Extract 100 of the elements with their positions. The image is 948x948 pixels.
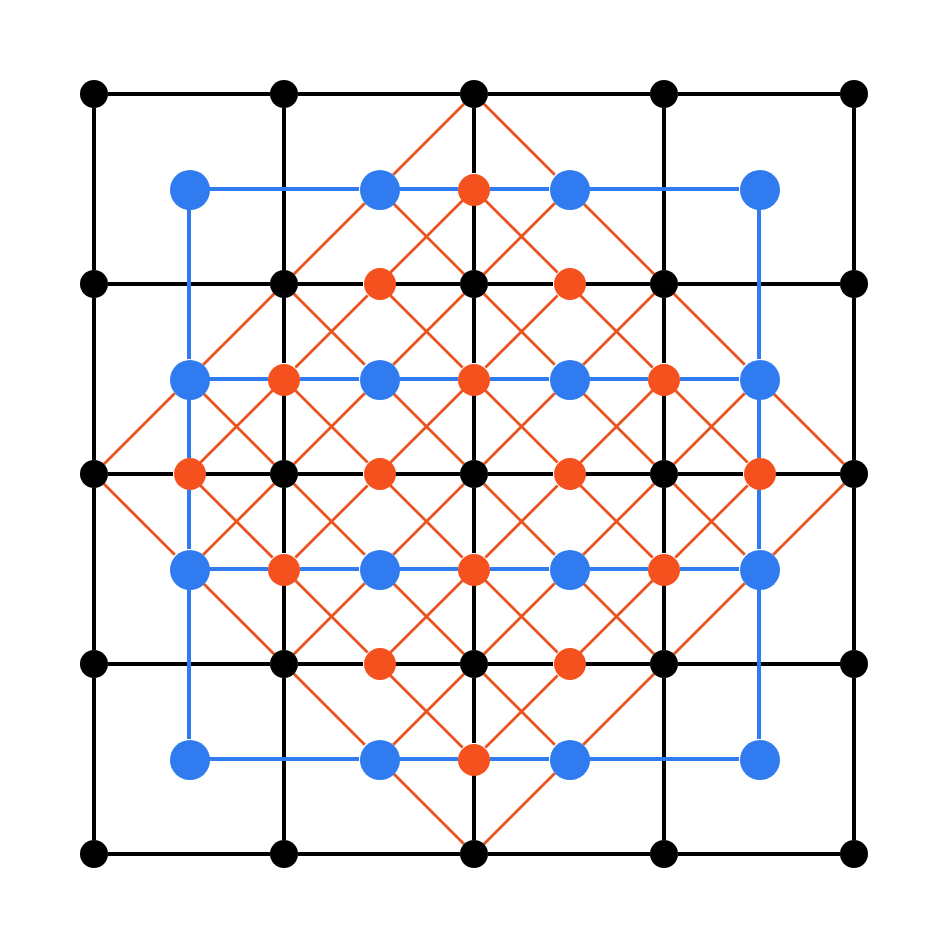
line-segment [202,582,276,656]
line-segment [852,678,856,840]
line-segment [662,108,666,270]
line-segment [662,585,666,650]
line-segment [662,488,666,553]
line-segment [108,662,270,666]
inner-point [359,739,399,779]
diagonal-point [553,268,585,300]
line-segment [472,108,476,173]
line-segment [395,282,460,286]
line-segment [205,472,270,476]
line-segment [298,852,460,856]
line-segment [292,202,366,276]
diagonal-point [268,553,300,585]
line-segment [757,209,761,359]
line-segment [678,852,840,856]
line-segment [775,472,840,476]
line-segment [490,567,549,571]
line-segment [680,377,739,381]
line-segment [678,662,840,666]
inner-point [549,549,589,589]
grid-point [270,270,298,298]
line-segment [472,678,476,743]
grid-point [460,460,488,488]
line-segment [488,92,650,96]
inner-point [549,359,589,399]
diagonal-point [458,743,490,775]
line-segment [108,472,173,476]
line-segment [772,392,846,466]
grid-point [840,270,868,298]
line-segment [757,490,761,549]
line-segment [209,377,268,381]
grid-point [460,650,488,678]
line-segment [490,377,549,381]
line-segment [662,395,666,460]
line-segment [678,282,840,286]
grid-point [840,840,868,868]
line-segment [102,482,176,556]
line-segment [282,395,286,460]
grid-point [80,840,108,868]
line-segment [672,292,746,366]
line-segment [757,399,761,458]
line-segment [187,209,191,359]
line-segment [585,472,650,476]
line-segment [662,678,666,840]
line-segment [92,298,96,460]
grid-point [650,270,678,298]
line-segment [209,757,359,761]
line-segment [282,678,286,840]
diagonal-point [553,648,585,680]
line-segment [490,757,549,761]
grid-point [650,460,678,488]
grid-point [80,650,108,678]
line-segment [852,108,856,270]
diagonal-point [363,648,395,680]
line-segment [298,472,363,476]
line-segment [300,377,359,381]
line-segment [662,298,666,363]
line-segment [392,772,466,846]
line-segment [282,108,286,270]
diagonal-point [458,363,490,395]
grid-point [460,840,488,868]
line-segment [488,472,553,476]
line-segment [482,772,556,846]
diagonal-point [458,173,490,205]
grid-point [270,840,298,868]
diagonal-point [648,553,680,585]
inner-point [549,169,589,209]
line-segment [102,392,176,466]
line-segment [472,395,476,460]
grid-point [270,460,298,488]
inner-point [549,739,589,779]
line-segment [472,298,476,363]
line-segment [472,585,476,650]
inner-point [169,169,209,209]
grid-point [840,650,868,678]
line-segment [472,205,476,270]
grid-point [80,270,108,298]
line-segment [282,585,286,650]
line-segment [482,102,556,176]
inner-point [739,359,779,399]
line-segment [589,187,739,191]
line-segment [92,108,96,270]
line-segment [582,672,656,746]
diagonal-point [363,458,395,490]
line-segment [298,662,363,666]
inner-point [169,739,209,779]
line-segment [298,92,460,96]
line-segment [187,490,191,549]
line-segment [589,567,648,571]
grid-point [80,460,108,488]
line-segment [399,567,458,571]
grid-point [840,460,868,488]
line-segment [298,282,363,286]
inner-point [739,549,779,589]
line-segment [472,775,476,840]
line-segment [292,672,366,746]
grid-point [460,80,488,108]
diagonal-point [553,458,585,490]
diagonal-point [363,268,395,300]
